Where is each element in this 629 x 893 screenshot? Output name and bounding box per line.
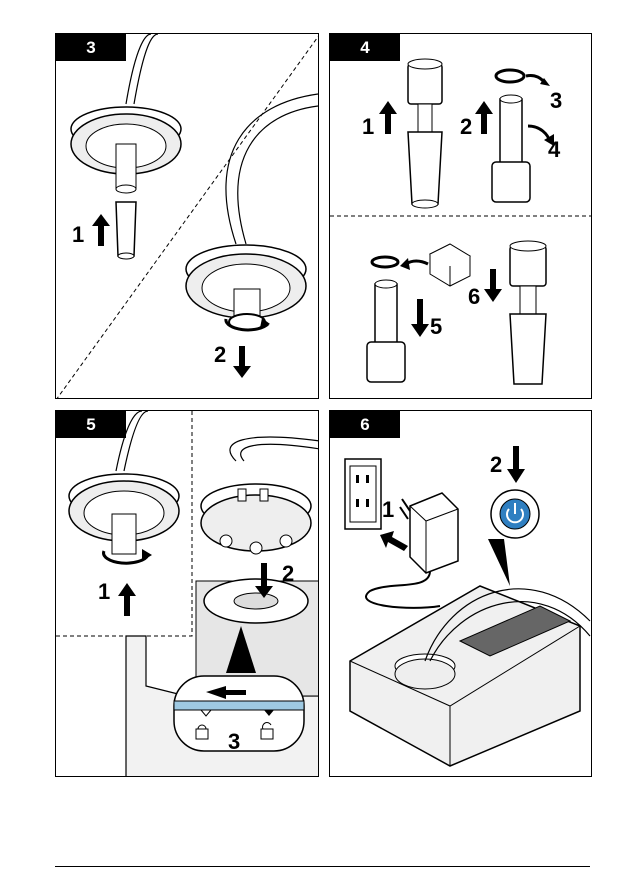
- step-badge: 5: [56, 411, 126, 438]
- sample-cap-bottom: [186, 245, 306, 330]
- instrument-body: [350, 586, 580, 766]
- callout-6: 6: [468, 286, 480, 308]
- panel-step-3: 3 1 2: [55, 33, 319, 399]
- tube-assembly-bottom-left: [367, 280, 405, 382]
- sample-cap-inset: [69, 474, 179, 563]
- step-badge: 3: [56, 34, 126, 61]
- tube-assembly-top-right: [492, 95, 530, 202]
- panel-3-illustration: [56, 34, 319, 399]
- wall-outlet-icon: [345, 459, 381, 529]
- callout-1: 1: [98, 581, 110, 603]
- sample-cap-top: [71, 107, 181, 193]
- callout-3: 3: [228, 731, 240, 753]
- power-button-icon[interactable]: [491, 490, 539, 538]
- sample-cap-removed: [201, 484, 311, 554]
- panel-5-illustration: [56, 411, 319, 777]
- filter-part: [116, 202, 136, 259]
- callout-2: 2: [460, 116, 472, 138]
- callout-2: 2: [214, 344, 226, 366]
- footer-divider: [55, 866, 590, 867]
- callout-1: 1: [362, 116, 374, 138]
- step-badge: 4: [330, 34, 400, 61]
- panel-step-4: 4 1 2 3 4 5 6: [329, 33, 592, 399]
- callout-2: 2: [490, 454, 502, 476]
- panel-6-illustration: [330, 411, 592, 777]
- step-badge: 6: [330, 411, 400, 438]
- callout-1: 1: [72, 224, 84, 246]
- power-adapter-icon: [400, 493, 458, 573]
- replacement-box-icon: [430, 244, 470, 286]
- callout-1: 1: [382, 499, 394, 521]
- panel-step-5: 5 1 2 3: [55, 410, 319, 777]
- filter-assembly-bottom-right: [510, 241, 546, 384]
- callout-3: 3: [550, 90, 562, 112]
- panel-step-6: 6 1 2: [329, 410, 592, 777]
- filter-assembly-top-left: [408, 59, 442, 208]
- o-ring-icon: [496, 70, 550, 86]
- callout-4: 4: [548, 139, 560, 161]
- callout-2: 2: [282, 563, 294, 585]
- callout-5: 5: [430, 316, 442, 338]
